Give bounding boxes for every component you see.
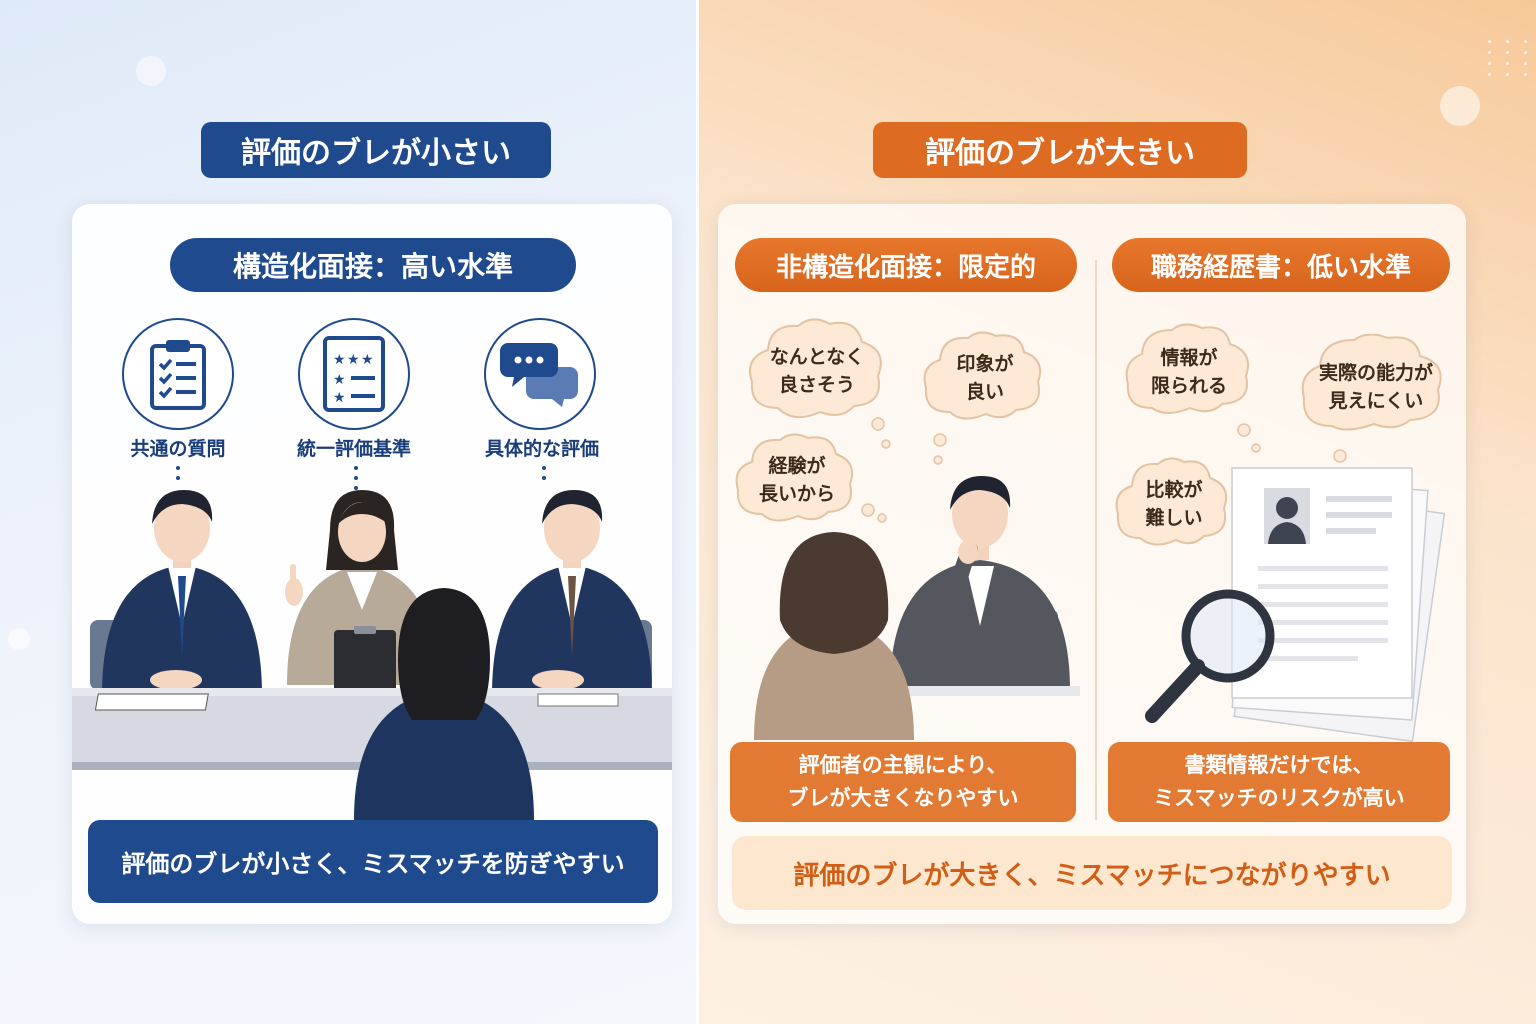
resume-screening-note: 書類情報だけでは、 ミスマッチのリスクが高い [1108, 742, 1450, 822]
decor-circle [1440, 86, 1480, 126]
thought-trail-dots [861, 417, 947, 523]
left-header-pill: 評価のブレが小さい [201, 122, 551, 178]
svg-text:★: ★ [361, 352, 374, 368]
connector-dots [542, 466, 546, 480]
decor-dot-grid [1488, 40, 1536, 76]
rating-sheet-icon: ★ ★ ★ ★ ★ [298, 318, 410, 430]
thought-cloud-text: 実際の能力が 見えにくい [1318, 361, 1433, 413]
structured-interview-title: 構造化面接：高い水準 [170, 238, 576, 292]
panel-divider [696, 0, 699, 1024]
icon-label-concrete-evaluation: 具体的な評価 [484, 438, 599, 460]
thought-cloud-text: 経験が 長いから [758, 454, 835, 506]
connector-dots [354, 466, 358, 490]
right-header-pill: 評価のブレが大きい [873, 122, 1247, 178]
unstructured-interview-illustration [754, 476, 1080, 740]
thought-cloud-text: なんとなく 良さそう [769, 345, 865, 397]
thought-cloud-text: 情報が 限られる [1150, 346, 1227, 398]
thought-cloud: 実際の能力が 見えにくい [1300, 334, 1452, 440]
unstructured-interview-title: 非構造化面接：限定的 [735, 238, 1077, 292]
svg-text:★: ★ [347, 352, 360, 368]
decor-circle [8, 628, 30, 650]
decor-circle [136, 56, 166, 86]
unstructured-interview-note: 評価者の主観により、 ブレが大きくなりやすい [730, 742, 1076, 822]
svg-text:★: ★ [333, 352, 346, 368]
thought-cloud: 経験が 長いから [734, 432, 860, 528]
thought-cloud-text: 比較が 難しい [1145, 478, 1203, 530]
thought-cloud: 情報が 限られる [1124, 322, 1254, 422]
connector-dots [176, 466, 180, 480]
resume-screening-title: 職務経歴書：低い水準 [1112, 238, 1450, 292]
speech-bubbles-icon [484, 318, 596, 430]
svg-text:★: ★ [333, 372, 346, 388]
structured-interview-illustration [72, 490, 672, 820]
svg-text:★: ★ [333, 390, 346, 406]
thought-cloud: 印象が 良い [922, 330, 1048, 426]
clipboard-checklist-icon [122, 318, 234, 430]
thought-cloud: 比較が 難しい [1114, 456, 1234, 552]
section-divider [1095, 260, 1097, 820]
thought-cloud: なんとなく 良さそう [748, 318, 886, 424]
icon-label-unified-criteria: 統一評価基準 [296, 438, 411, 460]
thought-cloud-text: 印象が 良い [956, 352, 1014, 404]
left-conclusion-banner: 評価のブレが小さく、ミスマッチを防ぎやすい [88, 820, 658, 903]
icon-label-common-questions: 共通の質問 [130, 438, 226, 460]
resume-document-illustration [1145, 467, 1446, 743]
right-conclusion-banner: 評価のブレが大きく、ミスマッチにつながりやすい [732, 836, 1452, 910]
